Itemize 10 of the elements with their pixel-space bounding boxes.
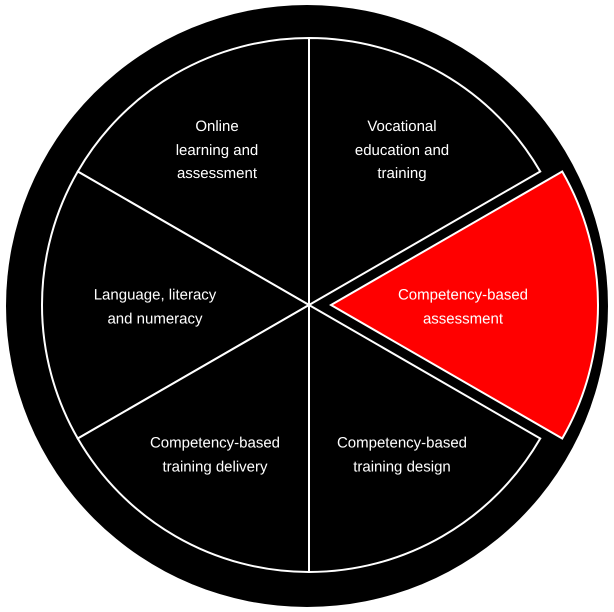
pie-slice <box>308 37 542 306</box>
pie-slice <box>76 37 310 306</box>
slice-label: Vocational education and training <box>354 116 450 184</box>
slice-label: Language, literacy and numeracy <box>92 286 218 329</box>
slice-label: Online learning and assessment <box>174 116 260 184</box>
slice-label: Competency-based training design <box>336 434 468 477</box>
pie-slice <box>76 304 310 573</box>
pie-slice <box>307 304 542 573</box>
slice-label: Competency-based assessment <box>396 286 530 329</box>
slice-label: Competency-based training delivery <box>148 434 282 477</box>
